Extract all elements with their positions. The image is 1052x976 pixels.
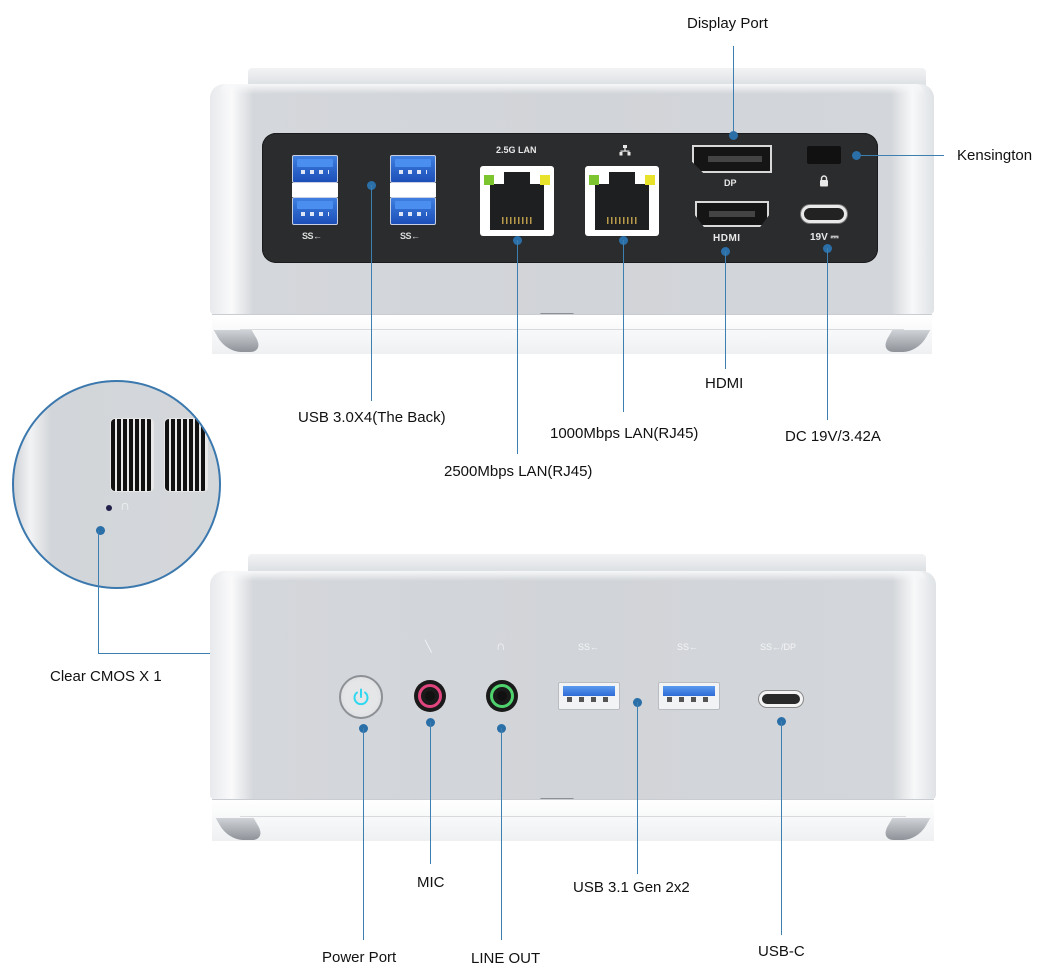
vent-grille xyxy=(110,418,154,492)
rear-lid xyxy=(248,68,926,86)
label-clear-cmos: Clear CMOS X 1 xyxy=(50,668,162,685)
callout-line-line-out xyxy=(501,728,503,940)
label-power-port: Power Port xyxy=(322,949,397,966)
superspeed-logo: SS← xyxy=(400,231,420,241)
superspeed-logo: SS← xyxy=(677,642,699,652)
rear-base xyxy=(212,314,932,354)
rear-top-shine xyxy=(220,84,924,94)
rj45-1000-port xyxy=(585,166,659,236)
front-usb-a-port xyxy=(658,682,720,710)
label-line-out: LINE OUT xyxy=(471,950,541,967)
callout-line-usbc xyxy=(781,721,783,935)
dp-caption: DP xyxy=(724,178,737,188)
callout-line-lan-1000 xyxy=(623,240,625,412)
rear-usb-stack-left xyxy=(292,155,338,225)
vent-grille xyxy=(164,418,208,492)
rear-base-seam xyxy=(240,329,904,330)
callout-line-hdmi xyxy=(725,251,727,369)
rear-usb-port xyxy=(390,155,436,183)
callout-line-usb-back xyxy=(371,185,373,401)
callout-line-dc xyxy=(827,248,829,420)
label-kensington: Kensington xyxy=(957,147,1033,164)
superspeed-logo: SS← xyxy=(302,231,322,241)
lan-2-5g-caption: 2.5G LAN xyxy=(496,145,537,155)
label-lan-1000: 1000Mbps LAN(RJ45) xyxy=(550,425,699,442)
rear-io-panel: SS← SS← 2.5G LAN DP HDMI xyxy=(262,133,878,263)
dc-in-usbc-port xyxy=(801,205,847,223)
usb-divider xyxy=(292,183,338,197)
front-base-seam xyxy=(240,816,906,817)
clear-cmos-magnifier: ∩ xyxy=(12,380,221,589)
rj45-2500-port xyxy=(480,166,554,236)
rear-usb-port xyxy=(292,197,338,225)
mic-jack xyxy=(414,680,446,712)
superspeed-dp-logo: SS←/DP xyxy=(760,642,797,652)
label-lan-2500: 2500Mbps LAN(RJ45) xyxy=(444,463,593,480)
callout-line-mic xyxy=(430,722,432,864)
kensington-slot xyxy=(807,146,841,164)
line-out-jack xyxy=(486,680,518,712)
hdmi-port xyxy=(695,201,769,227)
rear-usb-port xyxy=(292,155,338,183)
superspeed-logo: SS← xyxy=(578,642,600,652)
front-base xyxy=(212,799,934,841)
callout-line-lan-2500 xyxy=(517,240,519,454)
displayport-port xyxy=(692,145,772,173)
label-usb-back: USB 3.0X4(The Back) xyxy=(298,409,446,426)
callout-line-display-port xyxy=(733,46,735,134)
mic-glyph: ╲ xyxy=(425,641,432,653)
callout-line-kensington xyxy=(856,155,944,157)
callout-line-clear-cmos-v xyxy=(98,530,100,654)
dc-caption: 19V ⎓ xyxy=(810,232,839,243)
lock-icon xyxy=(820,175,828,187)
front-usbc-port xyxy=(759,691,803,707)
label-hdmi: HDMI xyxy=(705,375,744,392)
rear-usb-port xyxy=(390,197,436,225)
front-usb-a-port xyxy=(558,682,620,710)
headphone-glyph: ∩ xyxy=(496,638,506,653)
power-button xyxy=(339,675,383,719)
clear-cmos-hole xyxy=(106,505,112,511)
callout-line-usb31 xyxy=(637,702,639,874)
network-icon xyxy=(619,145,631,156)
callout-line-clear-cmos-h xyxy=(98,653,214,655)
hdmi-caption: HDMI xyxy=(713,233,741,244)
label-mic: MIC xyxy=(417,874,445,891)
callout-dot-clear-cmos xyxy=(96,526,105,535)
callout-dot-display-port xyxy=(729,131,738,140)
label-usb31: USB 3.1 Gen 2x2 xyxy=(573,879,690,896)
label-usbc: USB-C xyxy=(758,943,805,960)
cmos-glyph: ∩ xyxy=(120,497,131,513)
label-display-port: Display Port xyxy=(687,15,768,32)
rear-usb-stack-right xyxy=(390,155,436,225)
callout-line-power xyxy=(363,728,365,940)
front-lid xyxy=(248,554,926,572)
front-top-shine xyxy=(220,571,926,581)
callout-dot-kensington xyxy=(852,151,861,160)
label-dc-in: DC 19V/3.42A xyxy=(785,428,881,445)
power-icon xyxy=(353,688,369,706)
usb-divider xyxy=(390,183,436,197)
